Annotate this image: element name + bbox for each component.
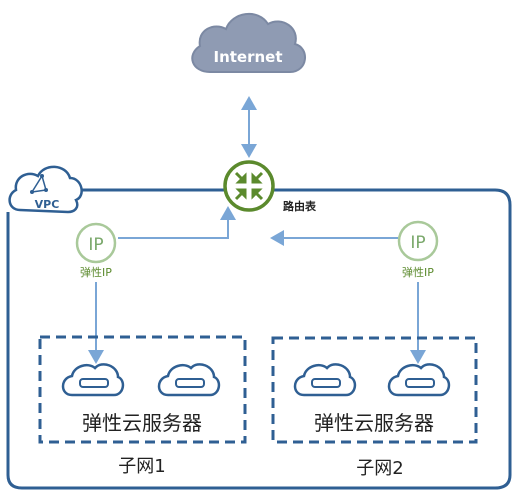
subnet1-box bbox=[38, 335, 247, 444]
eip-left: IP 弹性IP bbox=[75, 222, 117, 279]
eip-right-badge: IP bbox=[410, 233, 425, 253]
subnet2-label: 子网2 bbox=[356, 458, 403, 479]
eip-right: IP 弹性IP bbox=[397, 220, 439, 279]
internet-label: Internet bbox=[213, 48, 282, 66]
vpc-icon: VPC bbox=[8, 165, 83, 214]
vpc-label: VPC bbox=[35, 198, 60, 211]
subnet1-servers-label: 弹性云服务器 bbox=[82, 411, 202, 435]
eip-icon bbox=[397, 220, 439, 262]
eip-left-label: 弹性IP bbox=[80, 265, 112, 279]
eip-right-label: 弹性IP bbox=[402, 265, 434, 279]
server-icon bbox=[387, 363, 451, 397]
internet-cloud: Internet bbox=[191, 13, 306, 73]
subnet2-box bbox=[271, 336, 478, 444]
server-icon bbox=[61, 363, 125, 397]
subnet2-servers-label: 弹性云服务器 bbox=[314, 411, 434, 435]
eip-left-router-link bbox=[118, 206, 236, 239]
eip-icon bbox=[75, 222, 117, 264]
vpc-boundary bbox=[6, 188, 512, 490]
eip-left-badge: IP bbox=[88, 235, 103, 255]
route-table-label: 路由表 bbox=[283, 199, 317, 213]
router: 路由表 bbox=[223, 160, 317, 213]
server-icon bbox=[157, 363, 221, 397]
router-arrows-icon bbox=[234, 171, 264, 201]
server-icon bbox=[293, 363, 357, 397]
cloud-icon bbox=[191, 13, 306, 73]
router-icon bbox=[223, 160, 275, 212]
subnet1-label: 子网1 bbox=[118, 456, 165, 477]
